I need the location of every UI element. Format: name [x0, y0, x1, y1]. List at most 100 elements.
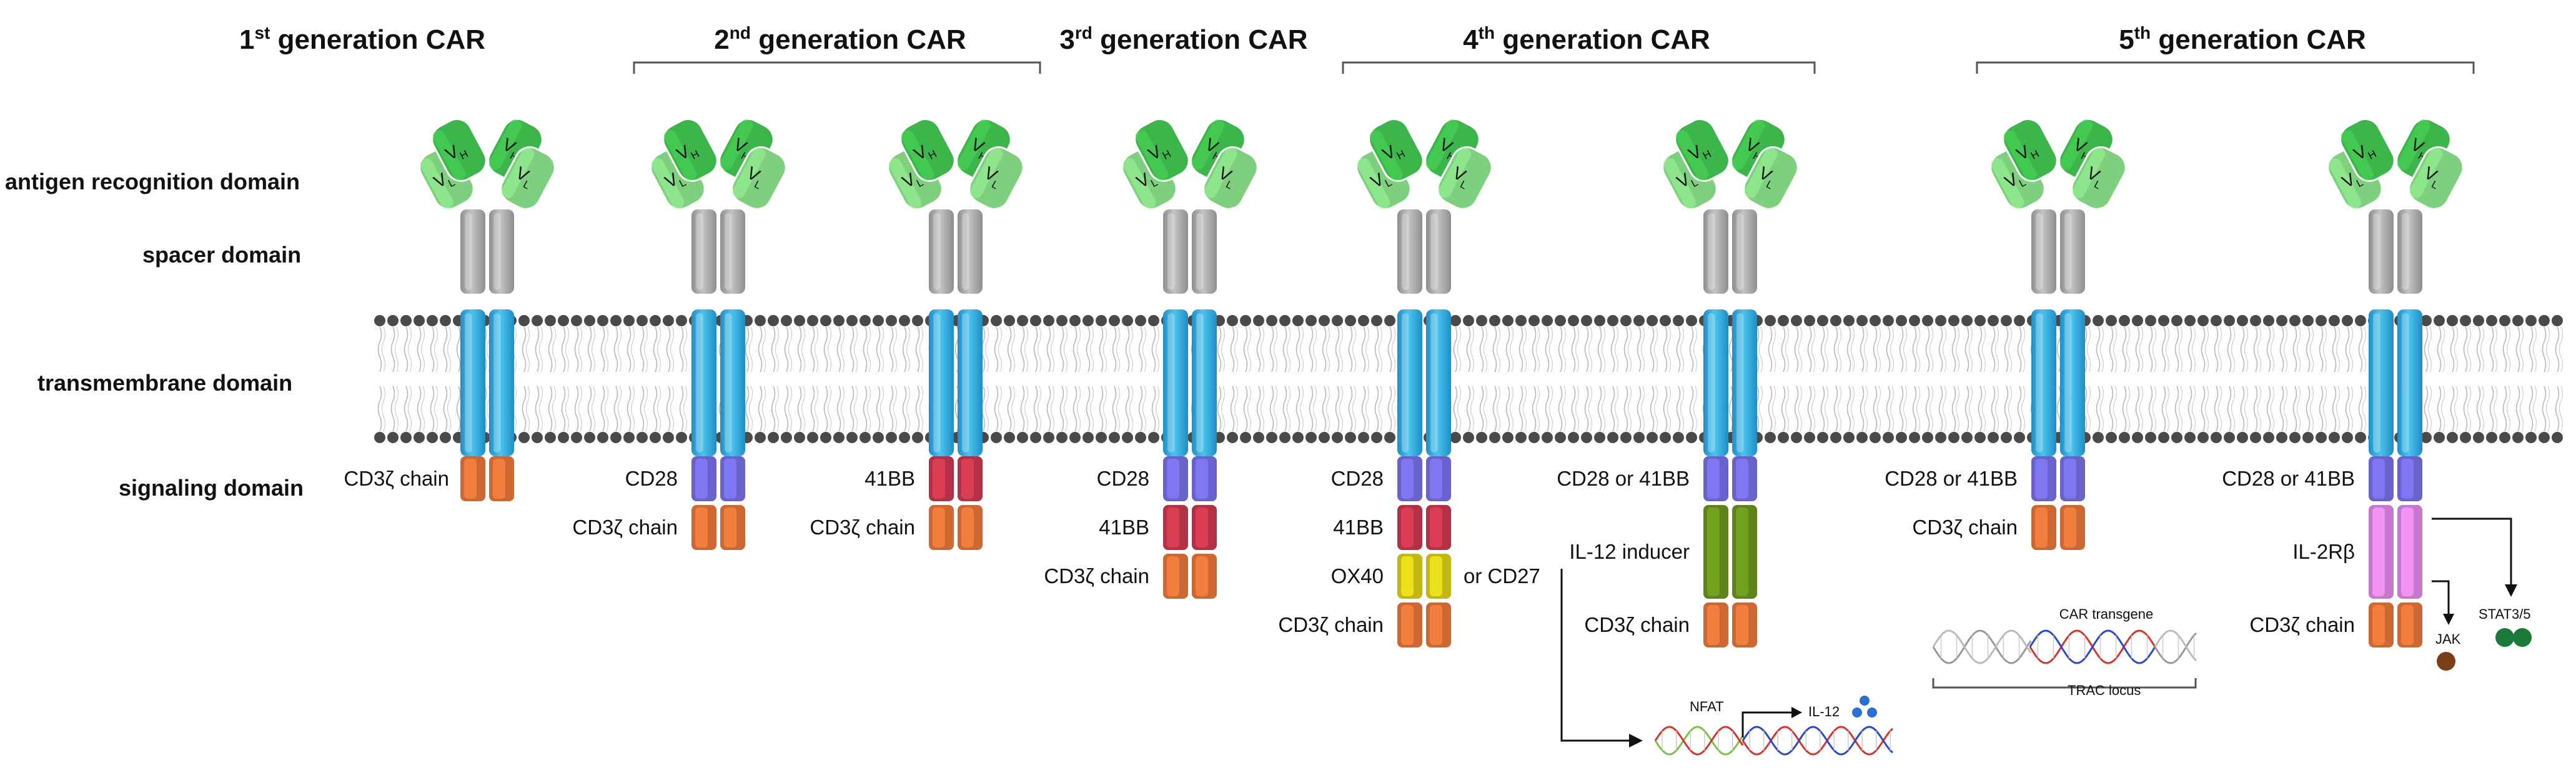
lipid-tail [565, 326, 570, 372]
lipid-tail [613, 326, 618, 372]
transmembrane-domain-left-shine [933, 313, 941, 452]
transmembrane-domain-left-shine [2373, 313, 2380, 452]
transmembrane-domain-left [2369, 309, 2394, 456]
lipid-tail [1991, 326, 1996, 372]
lipid-head [1673, 315, 1684, 326]
lipid-tail [840, 326, 845, 372]
lipid-tail [2542, 386, 2547, 432]
lipid-tail [1116, 386, 1121, 432]
lipid-tail [1994, 386, 1999, 432]
lipid-tail [1155, 386, 1160, 432]
lipid-head [1476, 315, 1487, 326]
lipid-tail [574, 326, 579, 372]
vh-domain-left: VH [1134, 118, 1190, 182]
lipid-tail [1584, 326, 1589, 372]
signaling-segment [1397, 456, 1451, 501]
lipid-tail [1260, 326, 1265, 372]
spacer-domain-left-body [929, 209, 954, 294]
lipid-tail [1558, 386, 1563, 432]
lipid-head [1082, 315, 1094, 326]
lipid-head [1791, 432, 1802, 443]
spacer-domain-right-shine [1196, 213, 1204, 290]
lipid-tail [1378, 386, 1383, 432]
lipid-head [1135, 432, 1146, 443]
segment-left-shine [2035, 459, 2048, 499]
lipid-tail [1256, 386, 1261, 432]
lipid-tail [1509, 326, 1514, 372]
lipid-tail [889, 326, 894, 372]
lipid-tail [1785, 326, 1790, 372]
lipid-head [1345, 432, 1356, 443]
lipid-tail [443, 326, 448, 372]
lipid-tail [1650, 386, 1655, 432]
lipid-tail [1522, 326, 1527, 372]
transmembrane-domain-right [2060, 309, 2085, 456]
lipid-head [1791, 315, 1802, 326]
vh-domain-left-body [2002, 118, 2058, 182]
vl-domain-left-highlight [2328, 158, 2362, 209]
lipid-tail [1037, 326, 1042, 372]
transcription-arrow-head [1791, 707, 1802, 718]
vh-domain-left: VH [1368, 118, 1424, 182]
lipid-tail [2515, 326, 2520, 372]
lipid-tail [1903, 386, 1908, 432]
lipid-tail [2056, 326, 2061, 372]
lipid-tail [1335, 386, 1340, 432]
lipid-head [1515, 315, 1527, 326]
transmembrane-domain-right-body [2060, 309, 2085, 456]
lipid-head [1515, 432, 1527, 443]
il12-dot [1852, 708, 1862, 718]
spacer-domain-right-body [1192, 209, 1217, 294]
lipid-tail [1273, 386, 1278, 432]
transmembrane-domain-right [958, 309, 983, 456]
lipid-tail [1942, 386, 1947, 432]
lipid-tail [2244, 386, 2249, 432]
signaling-segment [929, 456, 983, 501]
lipid-tail [1361, 326, 1366, 372]
vh-domain-right-highlight [488, 119, 522, 170]
lipid-head [663, 315, 674, 326]
lipid-head [623, 315, 635, 326]
lipid-tail [2296, 326, 2301, 372]
il12-dot [1867, 708, 1877, 718]
lipid-tail [522, 386, 527, 432]
lipid-tail [1496, 386, 1501, 432]
signaling-segment [691, 505, 745, 550]
lipid-tail [2187, 326, 2192, 372]
lipid-tail [1676, 386, 1681, 432]
spacer-domain-left [691, 209, 716, 294]
vl-domain-right: VL [500, 146, 556, 210]
lipid-head [1240, 432, 1251, 443]
transmembrane-domain-right-body [1426, 309, 1451, 456]
strand-b [2154, 629, 2197, 662]
lipid-tail [2122, 326, 2127, 372]
lipid-head [1017, 315, 1028, 326]
lipid-tail [1011, 386, 1016, 432]
lipid-tail [2096, 326, 2101, 372]
lipid-tail [1588, 326, 1593, 372]
domain-label-signaling: signaling domain [119, 475, 304, 501]
lipid-head [2289, 432, 2301, 443]
lipid-tail [2480, 386, 2485, 432]
lipid-head [2342, 432, 2353, 443]
lipid-tail [761, 386, 766, 432]
lipid-head [1974, 432, 1986, 443]
strand-a [1741, 726, 1894, 756]
lipid-head [2512, 315, 2524, 326]
lipid-head [2132, 315, 2143, 326]
lipid-head [2355, 315, 2366, 326]
lipid-tail [2427, 326, 2432, 372]
lipid-tail [1374, 386, 1379, 432]
lipid-tail [1348, 386, 1353, 432]
signaling-segment [929, 505, 983, 550]
transmembrane-domain-left-shine [1402, 313, 1409, 452]
segment-right-shine [1736, 459, 1748, 499]
lipid-tail [1230, 326, 1235, 372]
il12-gene-helix [1741, 726, 1894, 756]
lipid-tail [1099, 326, 1104, 372]
lipid-head [2184, 315, 2196, 326]
lipid-head [2237, 315, 2248, 326]
segment-right-shine [2064, 459, 2076, 499]
segment-left-shine [695, 508, 708, 548]
